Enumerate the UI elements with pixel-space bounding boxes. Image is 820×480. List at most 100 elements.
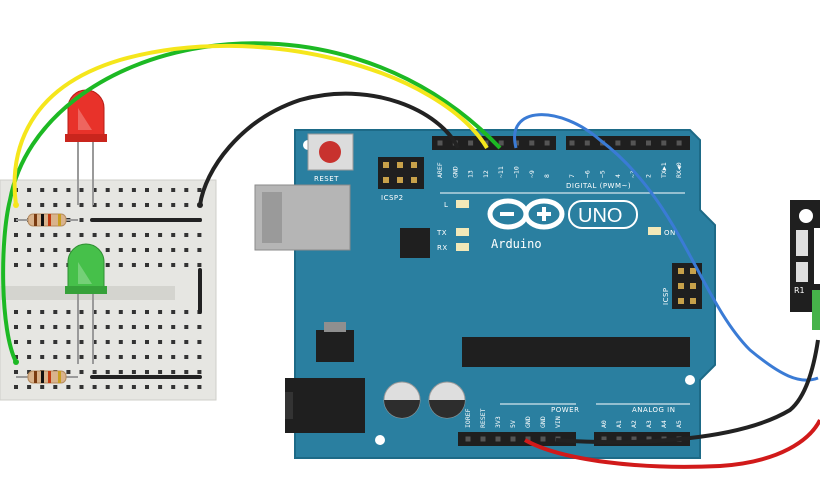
breadboard-hole xyxy=(158,263,163,267)
breadboard-hole xyxy=(184,188,189,192)
wire-green xyxy=(1,41,502,363)
power-pin-label: GND xyxy=(539,416,547,428)
breadboard-hole xyxy=(27,340,32,344)
breadboard-hole xyxy=(14,310,18,314)
analog-pin-hole xyxy=(646,436,652,442)
voltage-regulator xyxy=(316,330,354,362)
breadboard-hole xyxy=(40,233,45,237)
digital-label: DIGITAL (PWM~) xyxy=(566,182,631,190)
breadboard-hole xyxy=(27,325,32,329)
breadboard-hole xyxy=(53,340,58,344)
power-pin-hole xyxy=(525,436,531,442)
capacitor-right xyxy=(428,381,466,419)
power-pin-label: IOREF xyxy=(464,408,472,428)
breadboard-hole xyxy=(105,340,110,344)
analog-pin-label: A2 xyxy=(630,420,638,428)
breadboard-hole xyxy=(92,310,97,314)
breadboard-hole xyxy=(131,370,136,374)
analog-label: ANALOG IN xyxy=(632,406,675,414)
sensor-module xyxy=(790,200,820,330)
breadboard-hole xyxy=(145,248,149,252)
power-pin-label: RESET xyxy=(479,408,487,428)
breadboard-holes xyxy=(14,188,202,389)
breadboard-hole xyxy=(197,263,202,267)
breadboard-hole xyxy=(145,385,149,389)
digital-pin-hole xyxy=(514,140,519,146)
breadboard-hole xyxy=(145,355,149,359)
breadboard-hole xyxy=(92,340,97,344)
breadboard-hole xyxy=(197,370,202,374)
breadboard-hole xyxy=(14,340,18,344)
breadboard-hole xyxy=(145,340,149,344)
breadboard-hole xyxy=(79,340,84,344)
digital-pin-label: 13 xyxy=(467,170,475,178)
breadboard-hole xyxy=(158,370,163,374)
breadboard-hole xyxy=(131,355,136,359)
breadboard-hole xyxy=(171,325,176,329)
breadboard-hole xyxy=(40,188,45,192)
digital-pin-label: 12 xyxy=(482,170,490,178)
breadboard-hole xyxy=(197,248,202,252)
breadboard-hole xyxy=(118,263,123,267)
breadboard-hole xyxy=(14,233,18,237)
breadboard-hole xyxy=(79,310,84,314)
power-label: POWER xyxy=(551,406,579,414)
led-tx: TX xyxy=(436,228,469,237)
digital-pin-label: ~5 xyxy=(599,170,607,178)
digital-pin-label: ~11 xyxy=(497,166,505,178)
breadboard-hole xyxy=(66,385,71,389)
wire-red-module xyxy=(524,419,820,469)
digital-pin-label: 8 xyxy=(543,174,551,178)
wire-black-module xyxy=(555,339,820,445)
breadboard-hole xyxy=(118,310,123,314)
breadboard-hole xyxy=(79,325,84,329)
breadboard-hole xyxy=(197,355,202,359)
icsp-label: ICSP xyxy=(662,287,670,305)
breadboard-hole xyxy=(171,310,176,314)
breadboard-hole xyxy=(92,355,97,359)
digital-pin-hole xyxy=(584,140,590,146)
wire-yellow xyxy=(12,43,489,206)
breadboard-hole xyxy=(27,310,32,314)
breadboard-hole xyxy=(197,233,202,237)
breadboard-hole xyxy=(105,385,110,389)
breadboard-hole xyxy=(118,385,123,389)
breadboard-hole xyxy=(171,370,176,374)
breadboard-hole xyxy=(92,203,97,207)
breadboard-hole xyxy=(53,248,58,252)
digital-pin-hole xyxy=(630,140,636,146)
breadboard-hole xyxy=(131,325,136,329)
breadboard-hole xyxy=(158,340,163,344)
breadboard-hole xyxy=(105,203,110,207)
breadboard-hole xyxy=(40,340,45,344)
digital-header-right xyxy=(566,136,690,150)
breadboard-hole xyxy=(118,203,123,207)
breadboard-hole xyxy=(14,355,18,359)
breadboard-hole xyxy=(145,325,149,329)
power-pin-label: VIN xyxy=(554,416,562,428)
digital-pin-hole xyxy=(529,140,535,146)
uno-badge xyxy=(568,200,638,229)
breadboard-hole xyxy=(14,263,18,267)
model-label: UNO xyxy=(578,205,622,227)
breadboard-hole xyxy=(118,370,123,374)
breadboard-hole xyxy=(184,340,189,344)
module-label: R1 xyxy=(794,286,805,295)
analog-pin-label: A1 xyxy=(615,420,623,428)
breadboard-hole xyxy=(27,203,32,207)
digital-pin-label: GND xyxy=(451,166,459,178)
breadboard-hole xyxy=(197,385,202,389)
breadboard-hole xyxy=(79,188,84,192)
power-pin-label: GND xyxy=(524,416,532,428)
resistor-top xyxy=(16,213,78,227)
breadboard-hole xyxy=(53,310,58,314)
usb-chip xyxy=(400,228,430,258)
power-pin-hole xyxy=(510,436,516,442)
breadboard-hole xyxy=(145,263,149,267)
breadboard-hole xyxy=(105,263,110,267)
breadboard-hole xyxy=(66,248,71,252)
breadboard-hole xyxy=(53,233,58,237)
